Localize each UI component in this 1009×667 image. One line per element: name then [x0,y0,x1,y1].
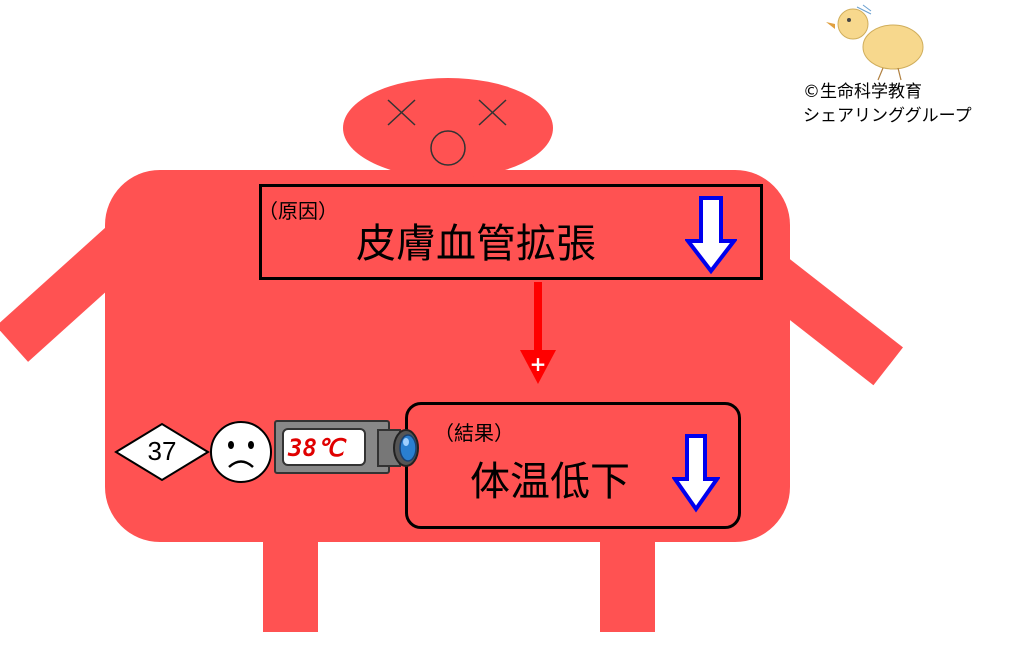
credit-line-2: シェアリンググループ [803,106,972,126]
cause-text: 皮膚血管拡張 [356,221,596,267]
thermometer-reading: 38℃ [288,434,344,462]
credit: ©生命科学教育 シェアリンググループ [803,80,972,128]
result-box: （結果） 体温低下 [405,402,741,529]
diamond-value: 37 [147,436,177,466]
sad-face-icon [210,421,272,483]
connector-arrow [520,282,556,384]
cause-box: （原因） 皮膚血管拡張 [258,184,763,280]
cause-tag: （原因） [258,199,338,223]
result-down-arrow-icon [672,434,720,513]
result-tag: （結果） [434,421,514,445]
connector-sign: + [529,352,547,376]
value-diamond [114,422,210,482]
thermometer-lens-icon [377,429,419,467]
chick-logo [826,4,924,81]
face [387,99,507,166]
thermometer-device: 38℃ [274,420,390,474]
thermometer-display [282,428,366,466]
cause-down-arrow-icon [685,196,737,275]
result-text: 体温低下 [470,459,630,505]
credit-line-1: ©生命科学教育 [803,82,922,102]
head [343,78,553,178]
